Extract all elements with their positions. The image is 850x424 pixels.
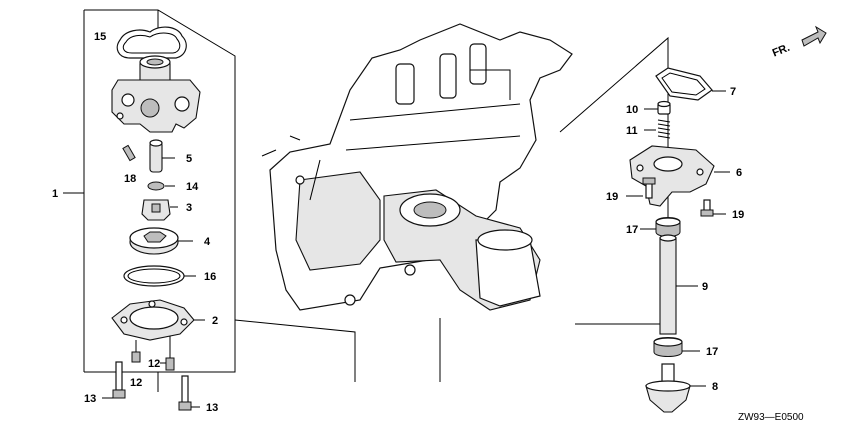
inner-rotor-3[interactable]	[141, 199, 178, 221]
callout-15: 15	[94, 31, 106, 43]
clip-17-upper[interactable]	[640, 217, 681, 237]
bolt-19-left[interactable]	[626, 177, 656, 199]
callout-6: 6	[736, 167, 742, 179]
diagram-code: ZW93—E0500	[738, 412, 804, 423]
callout-19-right: 19	[732, 209, 744, 221]
cylinder-block	[234, 23, 669, 382]
housing-6[interactable]	[629, 145, 730, 207]
bolt-13-right[interactable]	[178, 375, 200, 411]
front-label: FR.	[771, 42, 792, 60]
gasket-7[interactable]	[655, 67, 726, 101]
shaft-5[interactable]	[149, 139, 175, 173]
outer-rotor-4[interactable]	[129, 227, 193, 255]
callout-11: 11	[626, 125, 638, 137]
callout-5: 5	[186, 153, 192, 165]
gasket-15[interactable]	[116, 26, 187, 59]
callout-17-lower: 17	[706, 346, 718, 358]
oil-pump-assembly-box	[63, 9, 236, 392]
fitting-8[interactable]	[645, 363, 706, 413]
front-direction-arrow: FR.	[771, 25, 827, 60]
pin-18[interactable]	[122, 144, 136, 162]
callout-1: 1	[52, 188, 58, 200]
callout-12-left: 12	[130, 377, 142, 389]
seal-14[interactable]	[147, 181, 175, 191]
callout-19-left: 19	[606, 191, 618, 203]
callout-3: 3	[186, 202, 192, 214]
callout-10: 10	[626, 104, 638, 116]
oil-pump-body[interactable]	[111, 55, 201, 133]
bolt-12-left[interactable]	[131, 340, 141, 363]
clip-17-lower[interactable]	[653, 337, 700, 357]
callout-14: 14	[186, 181, 199, 193]
spring-11[interactable]	[644, 119, 671, 139]
cover-2[interactable]	[111, 299, 205, 341]
callout-12-right: 12	[148, 358, 160, 370]
callout-7: 7	[730, 86, 736, 98]
callout-2: 2	[212, 315, 218, 327]
callout-8: 8	[712, 381, 718, 393]
callout-16: 16	[204, 271, 216, 283]
callout-13-left: 13	[84, 393, 96, 405]
callout-4: 4	[204, 236, 211, 248]
bolt-12-right[interactable]	[160, 336, 175, 371]
callout-9: 9	[702, 281, 708, 293]
bolt-19-right[interactable]	[700, 199, 726, 217]
hose-9[interactable]	[659, 234, 698, 335]
cap-10[interactable]	[644, 100, 671, 115]
o-ring-16[interactable]	[123, 265, 196, 287]
callout-18: 18	[124, 173, 136, 185]
callout-17-upper: 17	[626, 224, 638, 236]
callout-13-right: 13	[206, 402, 218, 414]
bolt-13-left[interactable]	[102, 361, 126, 399]
